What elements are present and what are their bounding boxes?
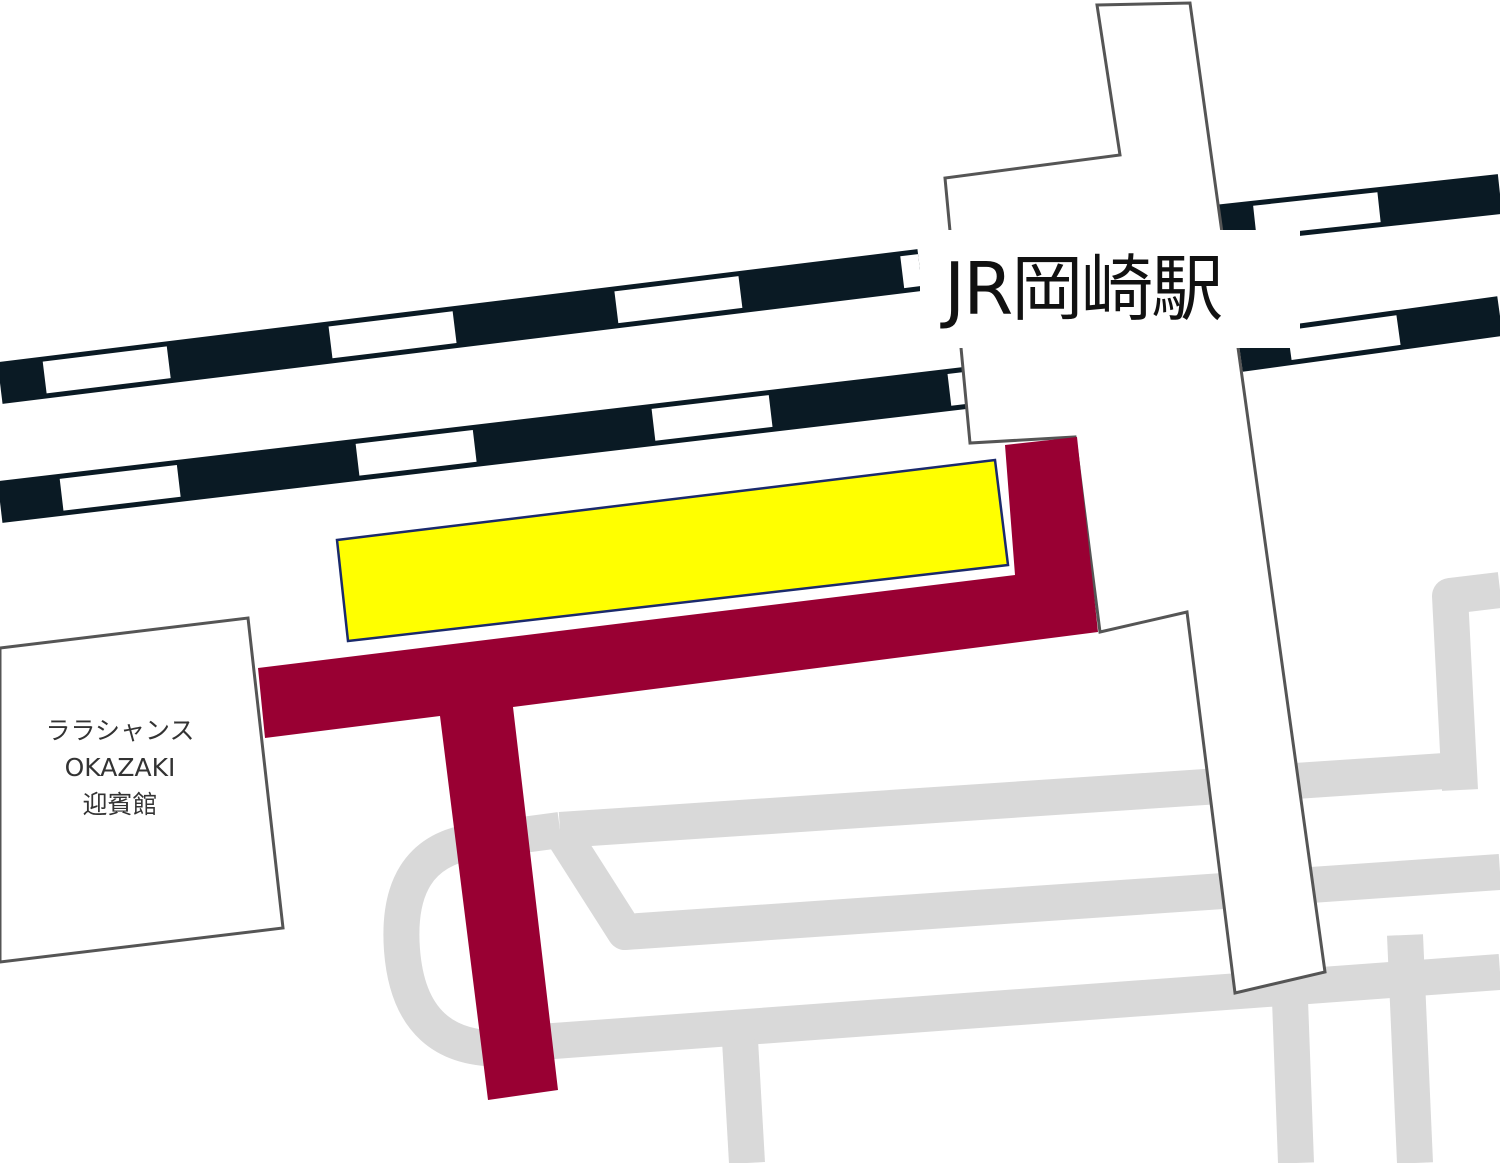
road-lower — [538, 954, 1500, 1060]
wedding-hall-building — [0, 616, 285, 964]
railway-tracks — [0, 174, 1500, 523]
track-south-west — [0, 367, 968, 523]
station-building — [943, 1, 1327, 995]
road-middle — [544, 820, 1500, 950]
road-vertical-3 — [1387, 934, 1433, 1163]
highlighted-area — [335, 458, 1010, 643]
building-label-line: 迎賓館 — [82, 790, 158, 819]
road-right-vertical — [1432, 572, 1500, 791]
building-label: ララシャンス OKAZAKI 迎賓館 — [20, 712, 220, 823]
road-vertical-1 — [722, 1038, 765, 1163]
road-upper — [558, 752, 1462, 848]
route-path — [258, 437, 1098, 1100]
station-name-label: JR岡崎駅 — [920, 230, 1300, 348]
road-loop — [383, 812, 563, 1067]
track-north-west — [0, 249, 923, 404]
building-label-line: OKAZAKI — [64, 753, 176, 782]
road-vertical-2 — [1272, 999, 1314, 1163]
roads — [383, 572, 1500, 1163]
track-north-east — [1212, 174, 1500, 245]
building-label-line: ララシャンス — [45, 716, 195, 745]
